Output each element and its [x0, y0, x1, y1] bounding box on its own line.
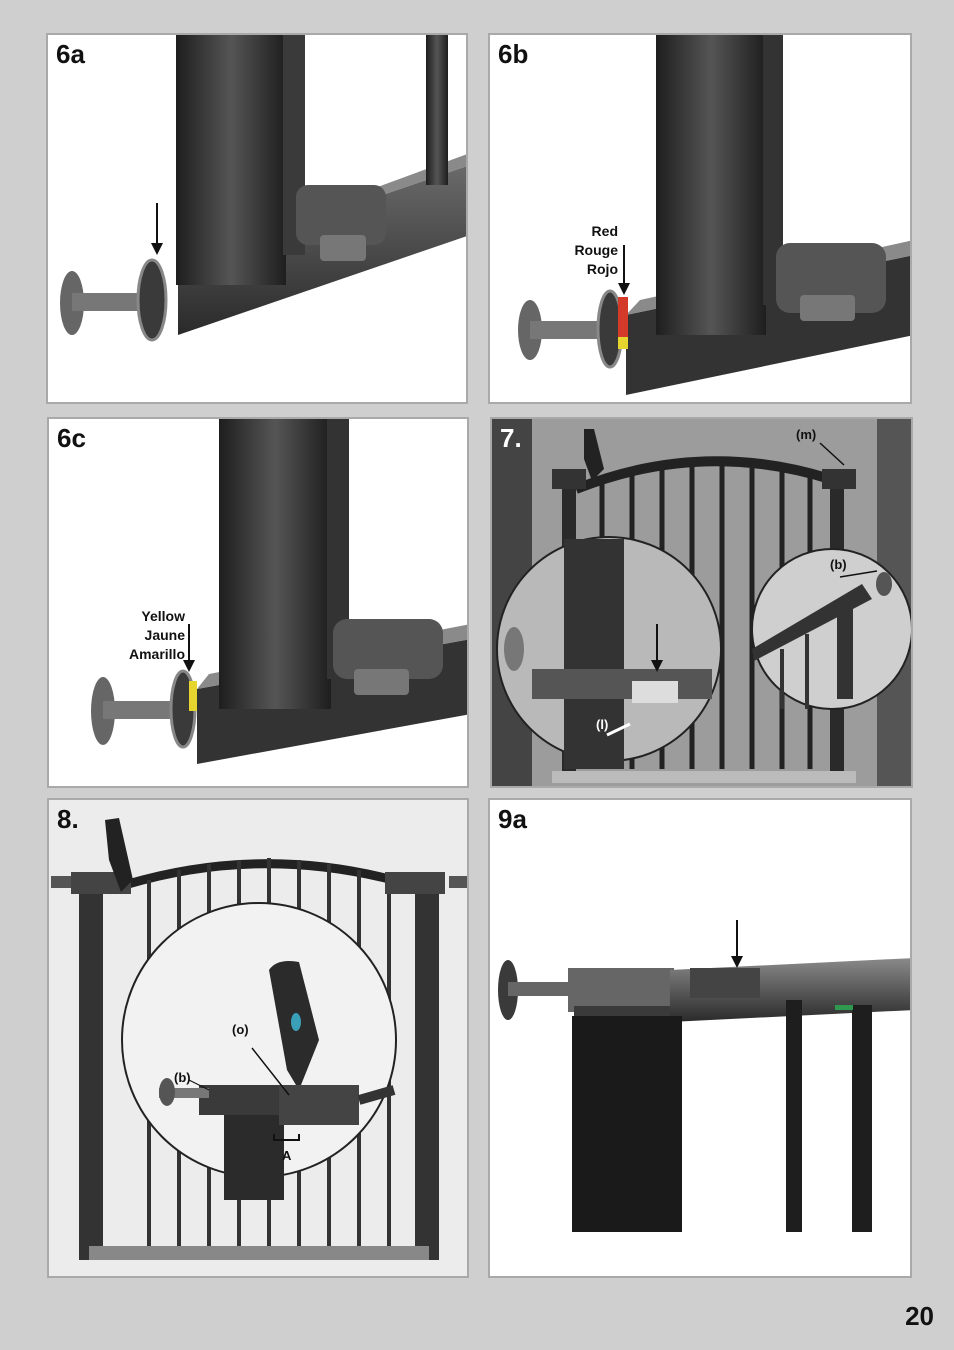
- panel-6b: 6b Red Rouge Rojo: [488, 33, 912, 404]
- label-line: Rouge: [574, 242, 618, 258]
- label-line: Jaune: [144, 627, 185, 643]
- yellow-indicator: [189, 681, 197, 711]
- step-label: 7.: [500, 423, 522, 453]
- label-b: (b): [830, 557, 847, 572]
- label-line: Red: [591, 223, 618, 239]
- label-l: (l): [596, 717, 609, 732]
- step-label: 8.: [57, 804, 79, 834]
- panel-7: 7. (m) (b) (l): [490, 417, 913, 788]
- illustration-9a: [498, 920, 910, 1232]
- page-number: 20: [905, 1301, 934, 1331]
- label-line: Rojo: [586, 261, 618, 277]
- step-label: 9a: [498, 804, 527, 834]
- label-b: (b): [174, 1070, 191, 1085]
- gate-upright: [79, 880, 103, 1260]
- gate-upright: [656, 35, 766, 335]
- panel-6a: 6a: [46, 33, 468, 404]
- gate-upright: [176, 35, 286, 285]
- illustration-6a: [60, 35, 466, 342]
- gate-top-arch: [107, 859, 413, 895]
- panel-9a: 9a: [488, 798, 912, 1278]
- magnifier-circle-icon: [751, 548, 911, 710]
- label-m: (m): [796, 427, 817, 442]
- panel-6c: 6c Yellow Jaune Amarillo: [47, 417, 469, 788]
- red-indicator: [618, 297, 628, 345]
- label-o: (o): [232, 1022, 249, 1037]
- panel-8: 8. (o) (b) A: [47, 798, 469, 1278]
- color-indicator-label: Red Rouge Rojo: [550, 222, 618, 279]
- step-label: 6c: [57, 423, 86, 453]
- gate-upright: [219, 419, 331, 709]
- step-label: 6b: [498, 39, 529, 69]
- gate-upright: [572, 1016, 682, 1232]
- illustration-6c: [91, 419, 467, 764]
- label-a: A: [282, 1148, 292, 1163]
- gate-top-arch: [574, 456, 832, 494]
- illustration-6b: [518, 35, 910, 395]
- latch-block: [296, 185, 386, 245]
- color-indicator-label: Yellow Jaune Amarillo: [101, 607, 185, 664]
- illustration-8: [51, 818, 467, 1260]
- latch-block: [333, 619, 443, 679]
- step-label: 6a: [56, 39, 85, 69]
- label-line: Yellow: [141, 608, 185, 624]
- label-line: Amarillo: [128, 646, 185, 662]
- illustration-7: [492, 419, 911, 786]
